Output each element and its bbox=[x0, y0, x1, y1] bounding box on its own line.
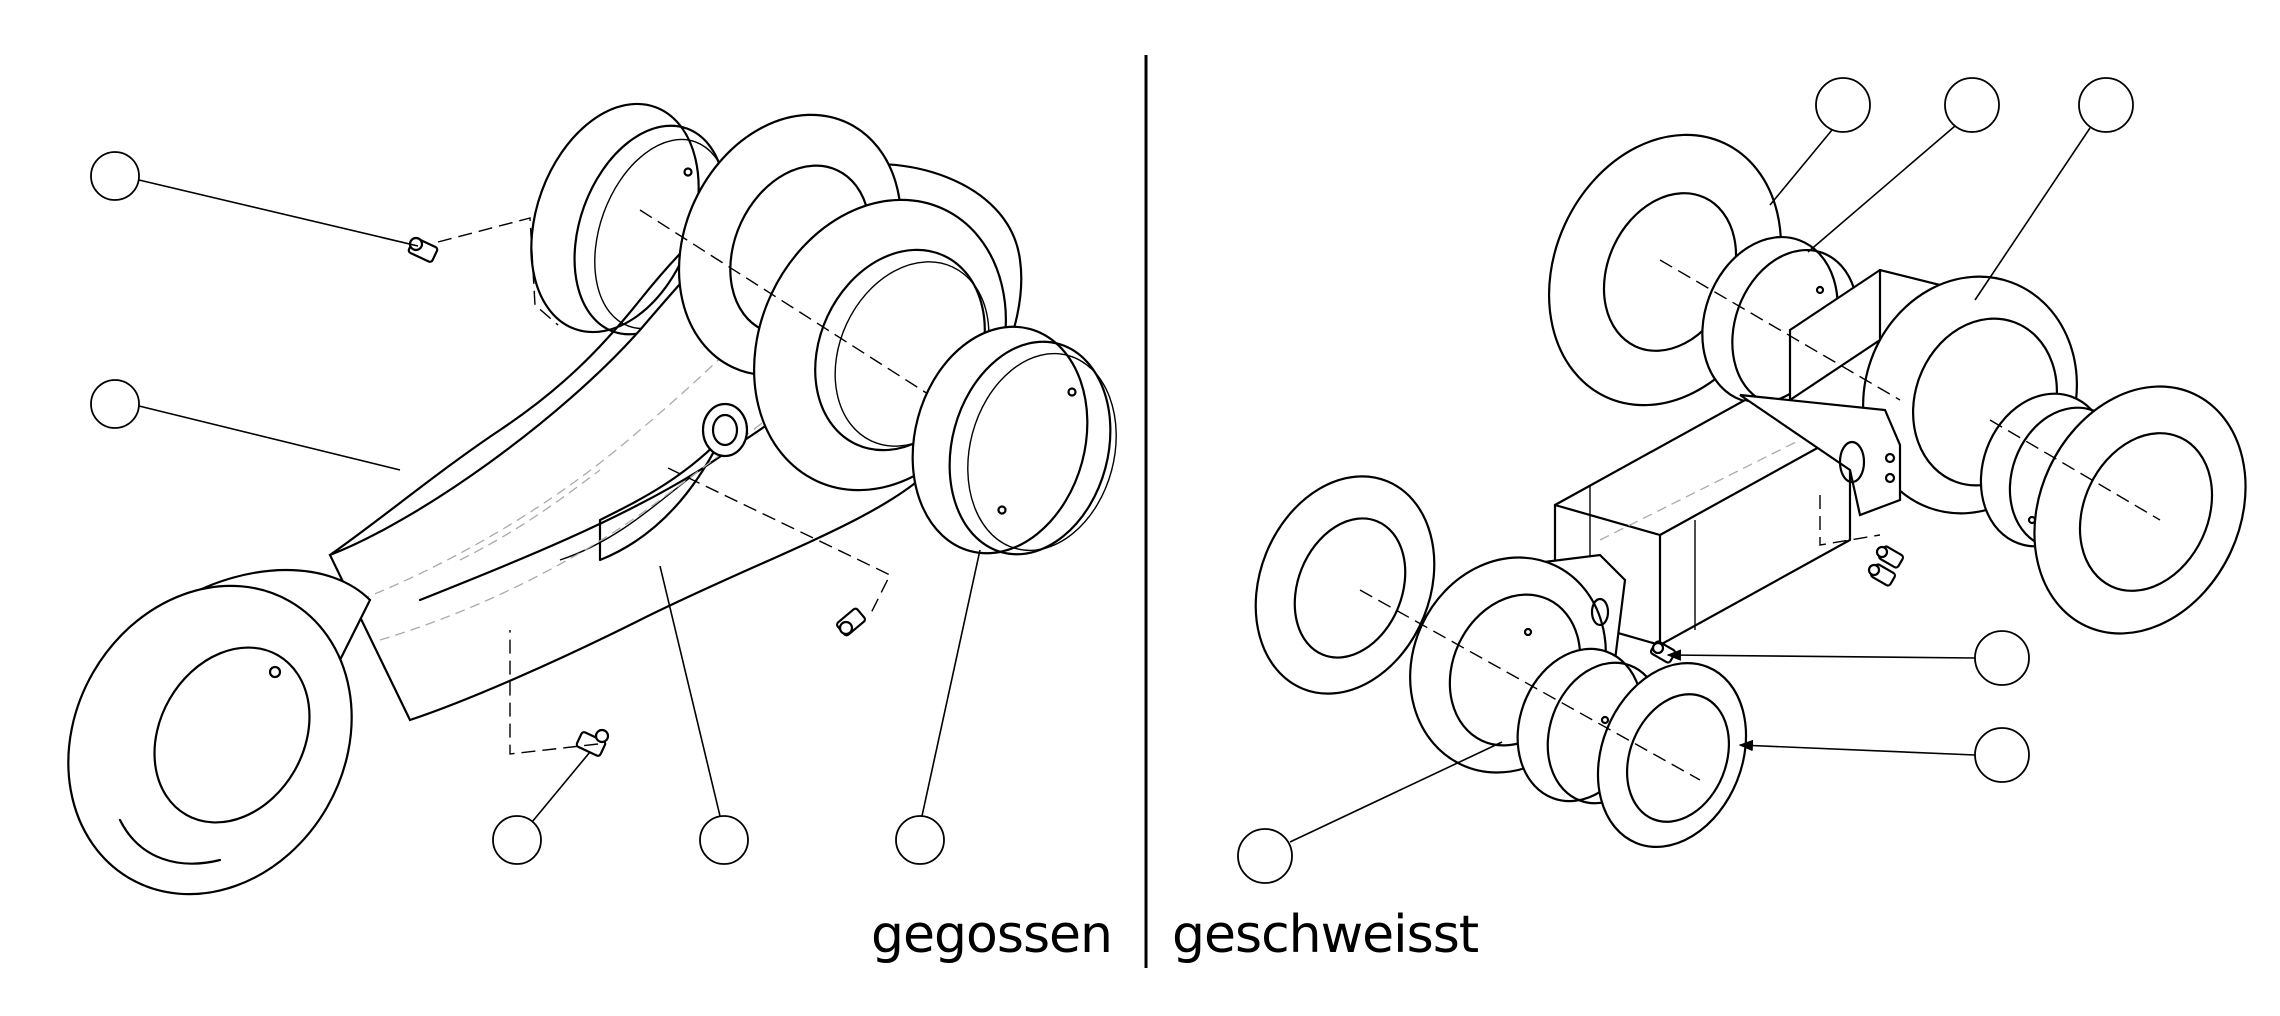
callout-left-3 bbox=[492, 751, 591, 865]
callout-right-6 bbox=[1237, 741, 1503, 884]
grease-nipple-4 bbox=[1649, 640, 1677, 664]
welded-rocker-assembly bbox=[1237, 77, 2247, 884]
grease-nipple-3 bbox=[575, 728, 610, 757]
grease-nipple-2 bbox=[836, 607, 866, 637]
callout-left-2 bbox=[90, 379, 401, 471]
callout-left-1 bbox=[90, 151, 419, 247]
grease-nipple-1 bbox=[407, 236, 439, 263]
cast-rocker-assembly bbox=[67, 102, 1117, 896]
grease-nipple-6 bbox=[1867, 563, 1897, 587]
callout-right-5 bbox=[1738, 727, 2030, 783]
caption-cast: gegossen bbox=[871, 905, 1113, 965]
left-thrust-washer bbox=[1254, 475, 1436, 695]
grease-nipple-5 bbox=[1875, 545, 1905, 569]
callout-right-1 bbox=[1769, 77, 1871, 206]
callout-left-4 bbox=[659, 565, 749, 865]
caption-welded: geschweisst bbox=[1172, 905, 1479, 965]
callout-right-2 bbox=[1807, 77, 2000, 253]
right-thrust-washer bbox=[2033, 385, 2247, 635]
callout-right-3 bbox=[1974, 77, 2134, 301]
front-eye bbox=[67, 569, 372, 896]
front-bushing bbox=[911, 325, 1117, 556]
callout-right-4 bbox=[1666, 630, 2030, 686]
callout-left-5 bbox=[895, 549, 981, 865]
